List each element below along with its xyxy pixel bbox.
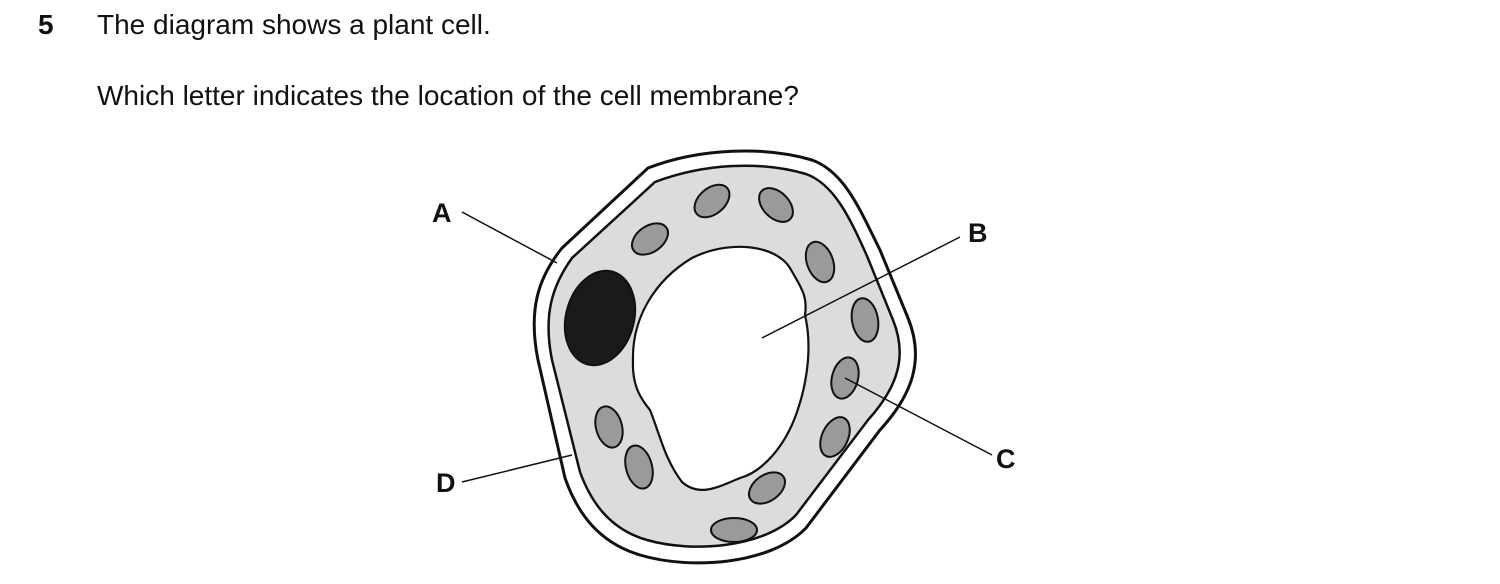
chloroplast [758,187,794,223]
chloroplasts [594,183,880,543]
question-intro: The diagram shows a plant cell. [97,9,491,40]
chloroplast [804,240,836,284]
chloroplast [710,517,758,543]
label-line-c [844,377,993,456]
label-line-a [461,211,558,264]
chloroplast [850,297,880,343]
question-prompt: Which letter indicates the location of t… [97,80,799,111]
chloroplast [624,444,654,490]
vacuole [631,245,810,491]
label-line-b [761,236,961,339]
label-line-d [461,454,573,483]
nucleus [563,269,637,367]
question-number: 5 [38,9,54,40]
label-a: A [432,198,452,228]
label-c: C [996,444,1016,474]
chloroplast [630,222,670,256]
chloroplast [747,471,787,505]
chloroplast [819,416,851,458]
chloroplast [594,405,624,449]
label-lines [461,211,993,483]
label-d: D [436,468,456,498]
label-b: B [968,218,988,248]
chloroplast [693,183,731,219]
